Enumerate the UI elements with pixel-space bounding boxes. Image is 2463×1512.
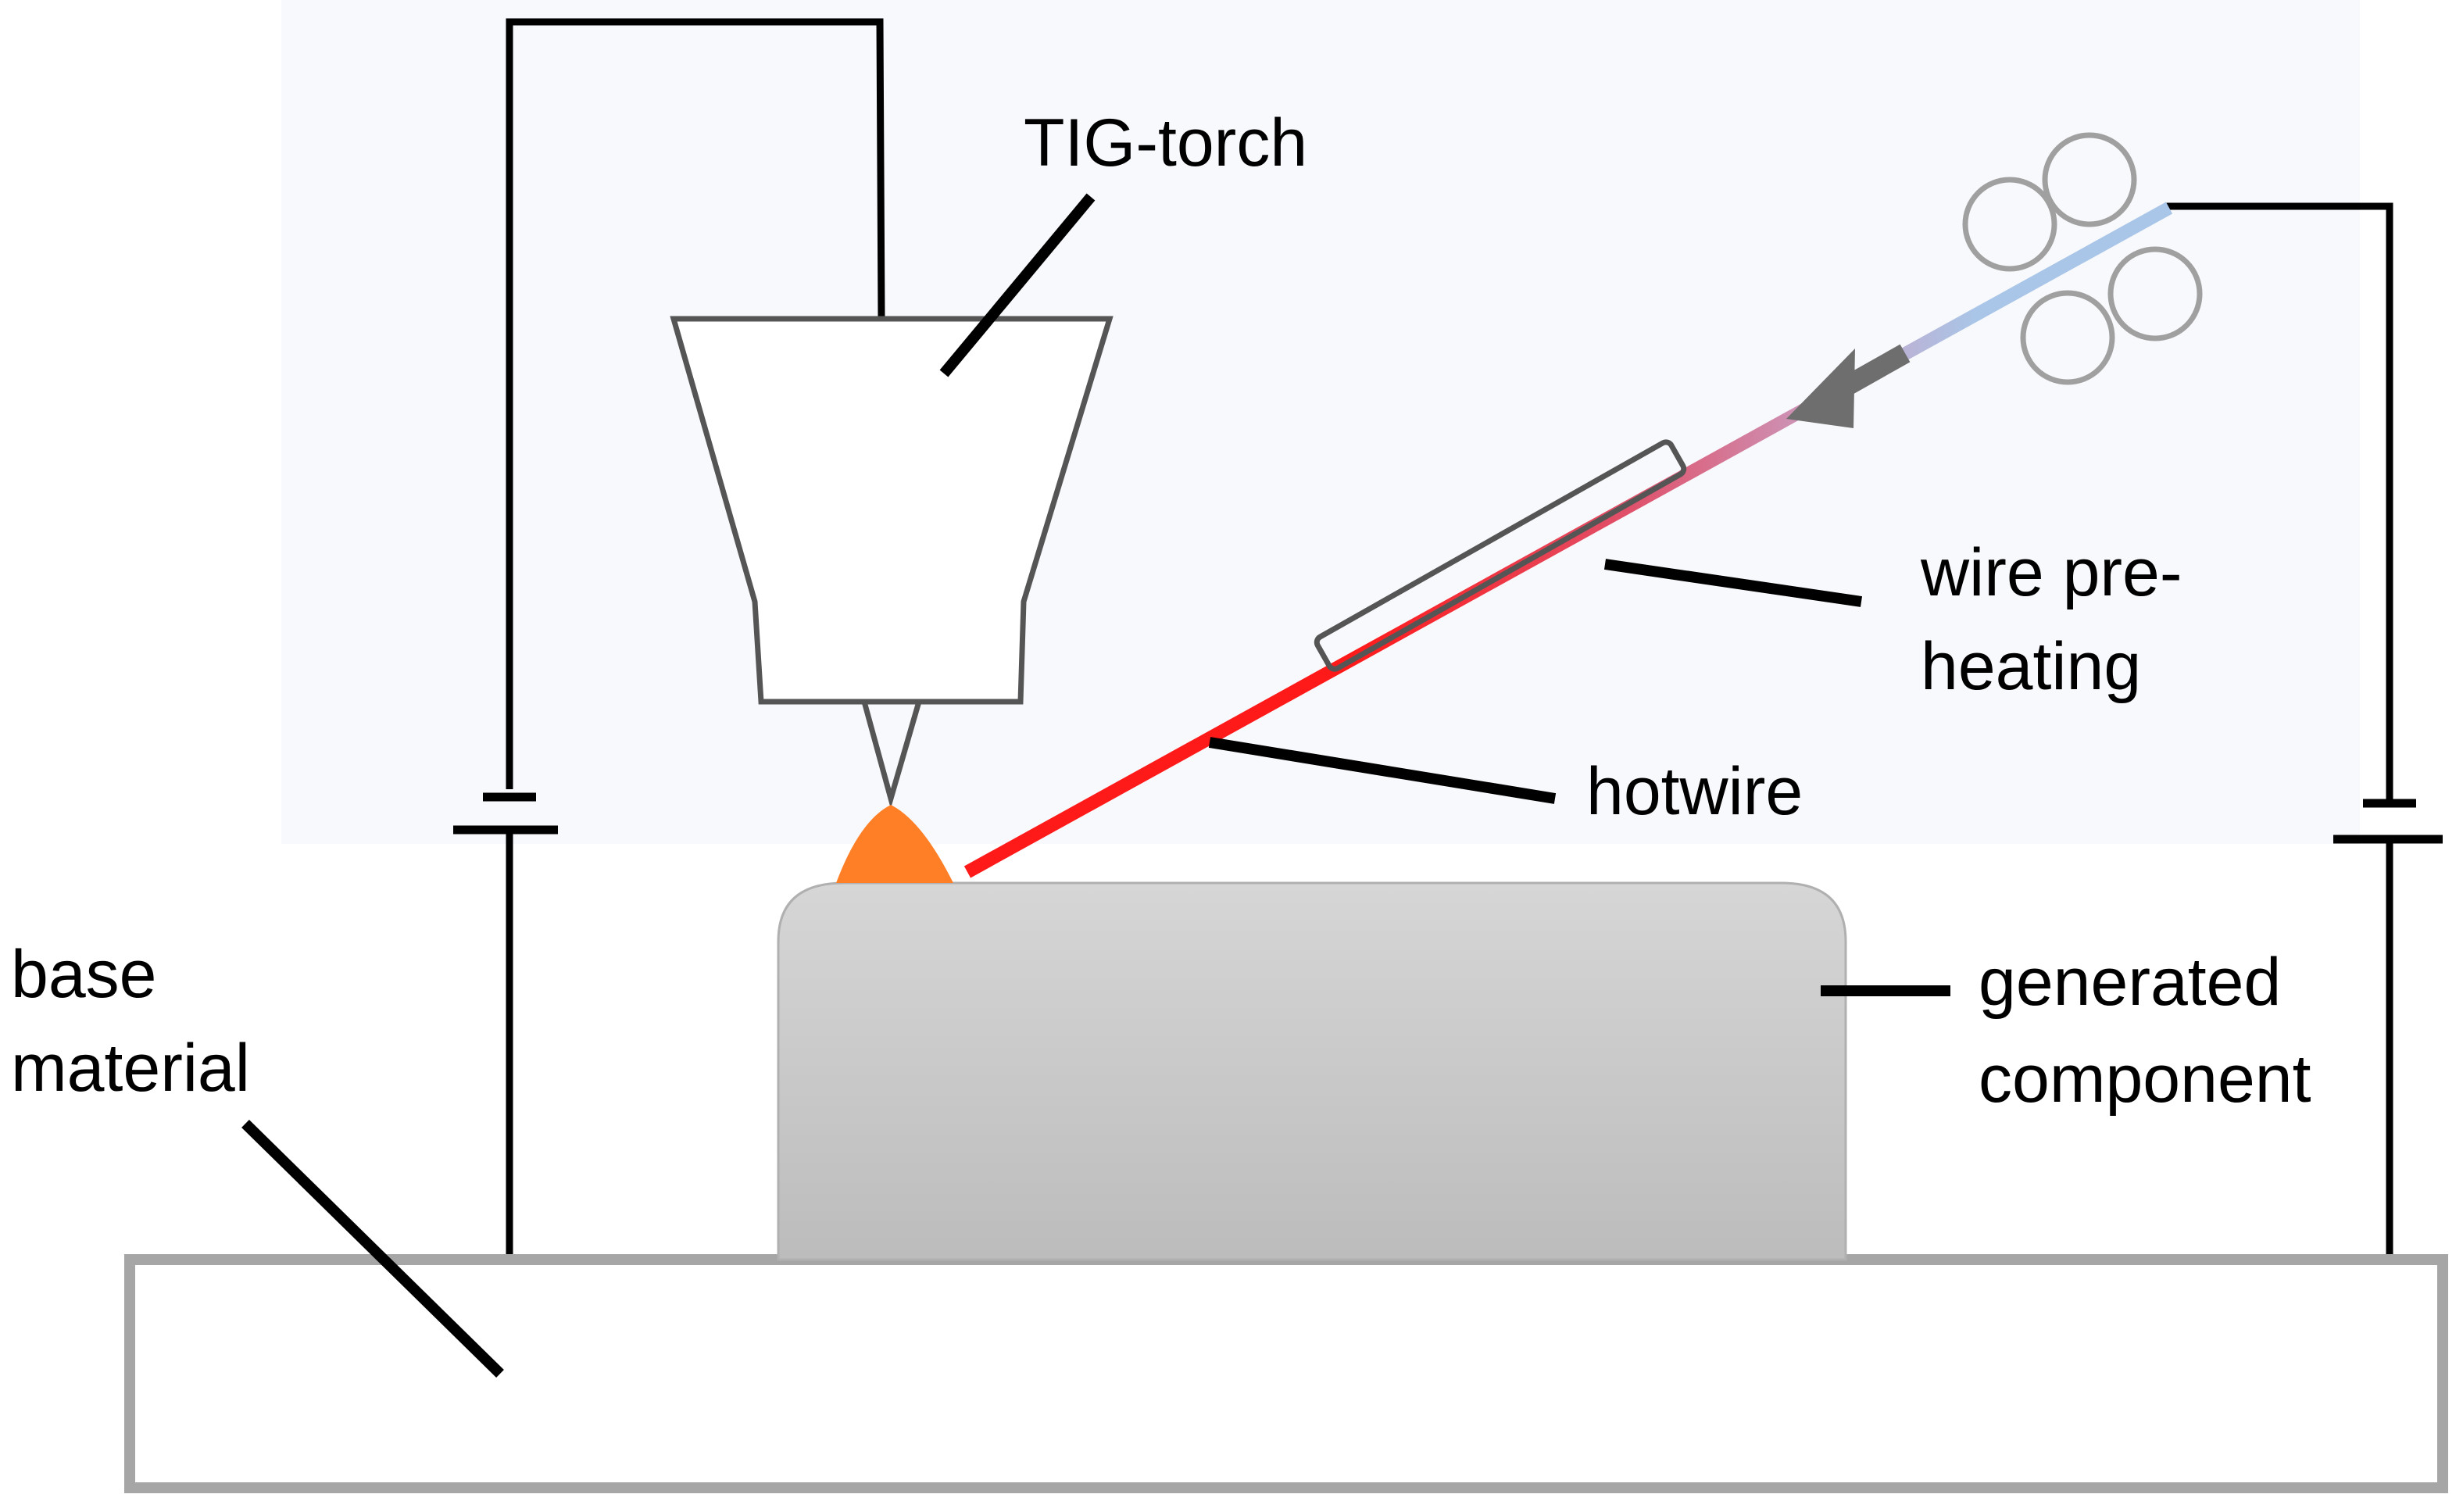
leader-base-material (241, 1120, 504, 1378)
label-base-material-line2: material (11, 1031, 250, 1106)
leader-wire-preheating (1603, 559, 1863, 607)
power-supply-left (453, 792, 558, 835)
wire-preheating-sleeve (1314, 439, 1687, 672)
label-wire-preheating-line1: wire pre- (1920, 535, 2182, 610)
leader-hotwire (1208, 737, 1557, 804)
base-plate (124, 1254, 2448, 1493)
label-wire-preheating-line2: heating (1921, 629, 2141, 704)
leader-tig-torch (939, 193, 1096, 377)
welding-arc (836, 805, 953, 883)
wire-feed-roller-icon (1962, 132, 2203, 385)
label-tig-torch: TIG-torch (1024, 105, 1307, 181)
label-hotwire: hotwire (1586, 754, 1803, 829)
tungsten-electrode (861, 701, 922, 809)
torch-power-wire (506, 18, 885, 789)
wire-power-wire (2166, 202, 2393, 803)
generated-component (777, 881, 1847, 1261)
feed-direction-arrow-icon (1786, 344, 1911, 428)
label-generated-component-line2: component (1979, 1042, 2311, 1117)
tig-torch-body (670, 316, 1114, 705)
label-generated-component-line1: generated (1979, 945, 2281, 1020)
label-base-material-line1: base (11, 937, 157, 1012)
background-panel (281, 0, 2360, 844)
